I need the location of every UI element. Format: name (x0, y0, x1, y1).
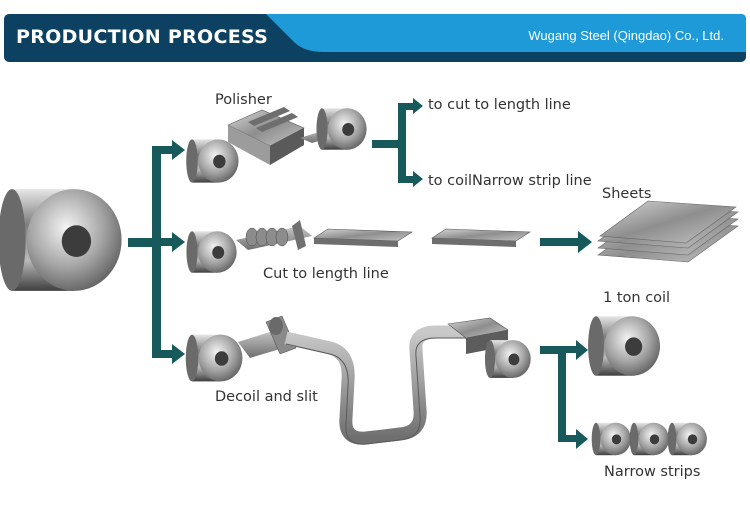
source-coil (0, 189, 122, 291)
polisher-line (186, 107, 367, 183)
label-decoil-and-slit: Decoil and slit (215, 389, 318, 405)
polisher-exit-coil (316, 108, 367, 150)
label-narrow-strips: Narrow strips (604, 464, 701, 480)
cut-to-length-line (186, 220, 531, 273)
label-cut-to-length-line: Cut to length line (263, 266, 389, 282)
company-name: Wugang Steel (Qingdao) Co., Ltd. (528, 28, 724, 43)
narrow-strips-coils (591, 422, 707, 456)
one-ton-coil (588, 316, 661, 376)
label-to-coil: to coil (428, 173, 473, 189)
page-title: PRODUCTION PROCESS (16, 26, 269, 48)
header-banner: PRODUCTION PROCESS Wugang Steel (Qingdao… (4, 14, 746, 62)
sheets-stack (597, 200, 739, 263)
label-narrow-strip-line: Narrow strip line (472, 173, 592, 189)
sheets-arrow (540, 231, 592, 253)
cut-line-shear (292, 220, 306, 250)
slit-exit-coil (484, 340, 531, 378)
slit-output-arrows (540, 340, 588, 449)
slit-entry-coil (185, 334, 243, 382)
polisher-output-arrows (372, 98, 423, 187)
label-to-cut-to-length-line: to cut to length line (428, 97, 571, 113)
cut-line-entry-coil (186, 231, 237, 273)
production-process-diagram (0, 98, 739, 456)
label-one-ton-coil: 1 ton coil (603, 290, 671, 306)
label-sheets: Sheets (602, 186, 652, 202)
label-polisher: Polisher (215, 92, 272, 108)
polisher-entry-coil (186, 139, 239, 183)
main-branch-arrows (128, 140, 185, 364)
looping-strip (284, 325, 468, 445)
header-background (4, 14, 746, 62)
decoil-and-slit-line (185, 315, 531, 445)
